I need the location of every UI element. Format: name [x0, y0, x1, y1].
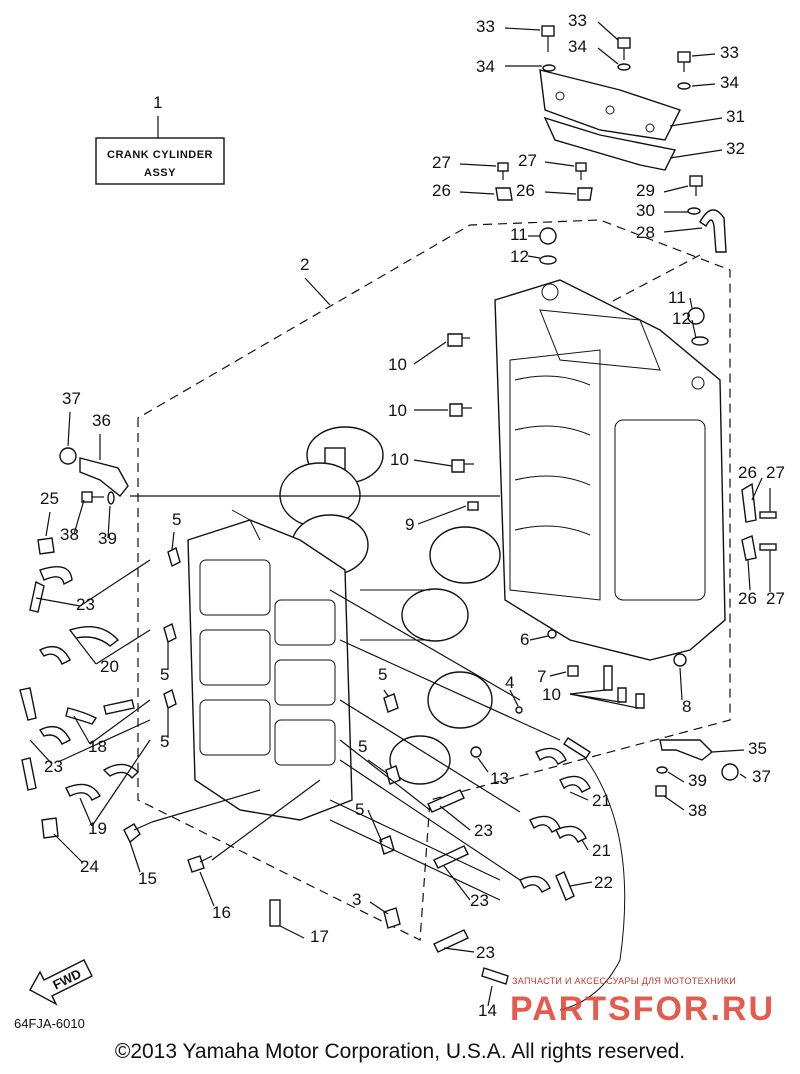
callout-39: 39 — [688, 771, 707, 790]
callout-19: 19 — [88, 819, 107, 838]
callout-36: 36 — [92, 411, 111, 430]
callout-12: 12 — [510, 247, 529, 266]
callout-26: 26 — [516, 181, 535, 200]
callout-27: 27 — [518, 151, 537, 170]
callout-37: 37 — [752, 767, 771, 786]
callout-5: 5 — [160, 665, 169, 684]
callout-30: 30 — [636, 201, 655, 220]
bolts-top — [495, 25, 727, 346]
callout-23: 23 — [44, 757, 63, 776]
callout-34: 34 — [568, 37, 587, 56]
callout-39: 39 — [98, 529, 117, 548]
callout-29: 29 — [636, 181, 655, 200]
callout-8: 8 — [682, 697, 691, 716]
callout-38: 38 — [60, 525, 79, 544]
callout-28: 28 — [636, 223, 655, 242]
callout-5: 5 — [160, 732, 169, 751]
callout-27: 27 — [432, 153, 451, 172]
callout-5: 5 — [378, 665, 387, 684]
watermark-logo: PARTSFOR.RU — [510, 990, 776, 1028]
callout-26: 26 — [738, 463, 757, 482]
callout-10: 10 — [542, 685, 561, 704]
leader-lines — [29, 21, 771, 1007]
assembly-box: CRANK CYLINDER ASSY — [95, 116, 225, 185]
hoses — [19, 566, 626, 1011]
callout-1: 1 — [153, 93, 162, 112]
callout-33: 33 — [720, 43, 739, 62]
callout-23: 23 — [476, 943, 495, 962]
callout-26: 26 — [738, 589, 757, 608]
callout-5: 5 — [172, 510, 181, 529]
callout-5: 5 — [358, 737, 367, 756]
callout-35: 35 — [748, 739, 767, 758]
callout-7: 7 — [537, 667, 546, 686]
callout-labels: 1234555555678910101010111112121314151617… — [40, 11, 785, 1020]
callout-18: 18 — [88, 737, 107, 756]
callout-38: 38 — [688, 801, 707, 820]
callout-10: 10 — [390, 450, 409, 469]
callout-11: 11 — [668, 288, 686, 307]
copyright-notice: ©2013 Yamaha Motor Corporation, U.S.A. A… — [114, 1040, 686, 1063]
callout-34: 34 — [476, 57, 495, 76]
callout-33: 33 — [476, 17, 495, 36]
callout-5: 5 — [355, 800, 364, 819]
callout-27: 27 — [766, 589, 785, 608]
callout-4: 4 — [505, 673, 514, 692]
callout-14: 14 — [478, 1001, 497, 1020]
watermark-tagline: ЗАПЧАСТИ И АКСЕССУАРЫ ДЛЯ МОТОТЕХНИКИ — [512, 976, 737, 986]
callout-2: 2 — [300, 255, 309, 274]
assembly-box-line1: CRANK CYLINDER — [107, 149, 213, 161]
callout-11: 11 — [510, 225, 528, 244]
callout-16: 16 — [212, 903, 231, 922]
callout-31: 31 — [726, 107, 745, 126]
callout-22: 22 — [594, 873, 613, 892]
callout-34: 34 — [720, 73, 739, 92]
callout-20: 20 — [100, 657, 119, 676]
callout-12: 12 — [672, 309, 691, 328]
callout-23: 23 — [470, 891, 489, 910]
callout-6: 6 — [520, 630, 529, 649]
callout-21: 21 — [592, 791, 611, 810]
callout-27: 27 — [766, 463, 785, 482]
parts-left — [37, 447, 281, 927]
callout-33: 33 — [568, 11, 587, 30]
fwd-arrow: FWD — [29, 959, 93, 1006]
crankcase-front — [187, 509, 353, 821]
callout-3: 3 — [352, 890, 361, 909]
callout-32: 32 — [726, 139, 745, 158]
callout-21: 21 — [592, 841, 611, 860]
callout-24: 24 — [80, 857, 99, 876]
callout-10: 10 — [388, 401, 407, 420]
callout-23: 23 — [474, 821, 493, 840]
cylinder-block — [494, 279, 726, 661]
callout-10: 10 — [388, 355, 407, 374]
diagram-code: 64FJA-6010 — [14, 1016, 85, 1031]
callout-9: 9 — [405, 515, 414, 534]
exhaust-cover — [539, 69, 681, 171]
callout-15: 15 — [138, 869, 157, 888]
callout-13: 13 — [490, 769, 509, 788]
callout-26: 26 — [432, 181, 451, 200]
callout-17: 17 — [310, 927, 329, 946]
assembly-box-line2: ASSY — [144, 167, 176, 179]
callout-23: 23 — [76, 595, 95, 614]
callout-25: 25 — [40, 489, 59, 508]
fittings — [163, 333, 777, 929]
callout-37: 37 — [62, 389, 81, 408]
